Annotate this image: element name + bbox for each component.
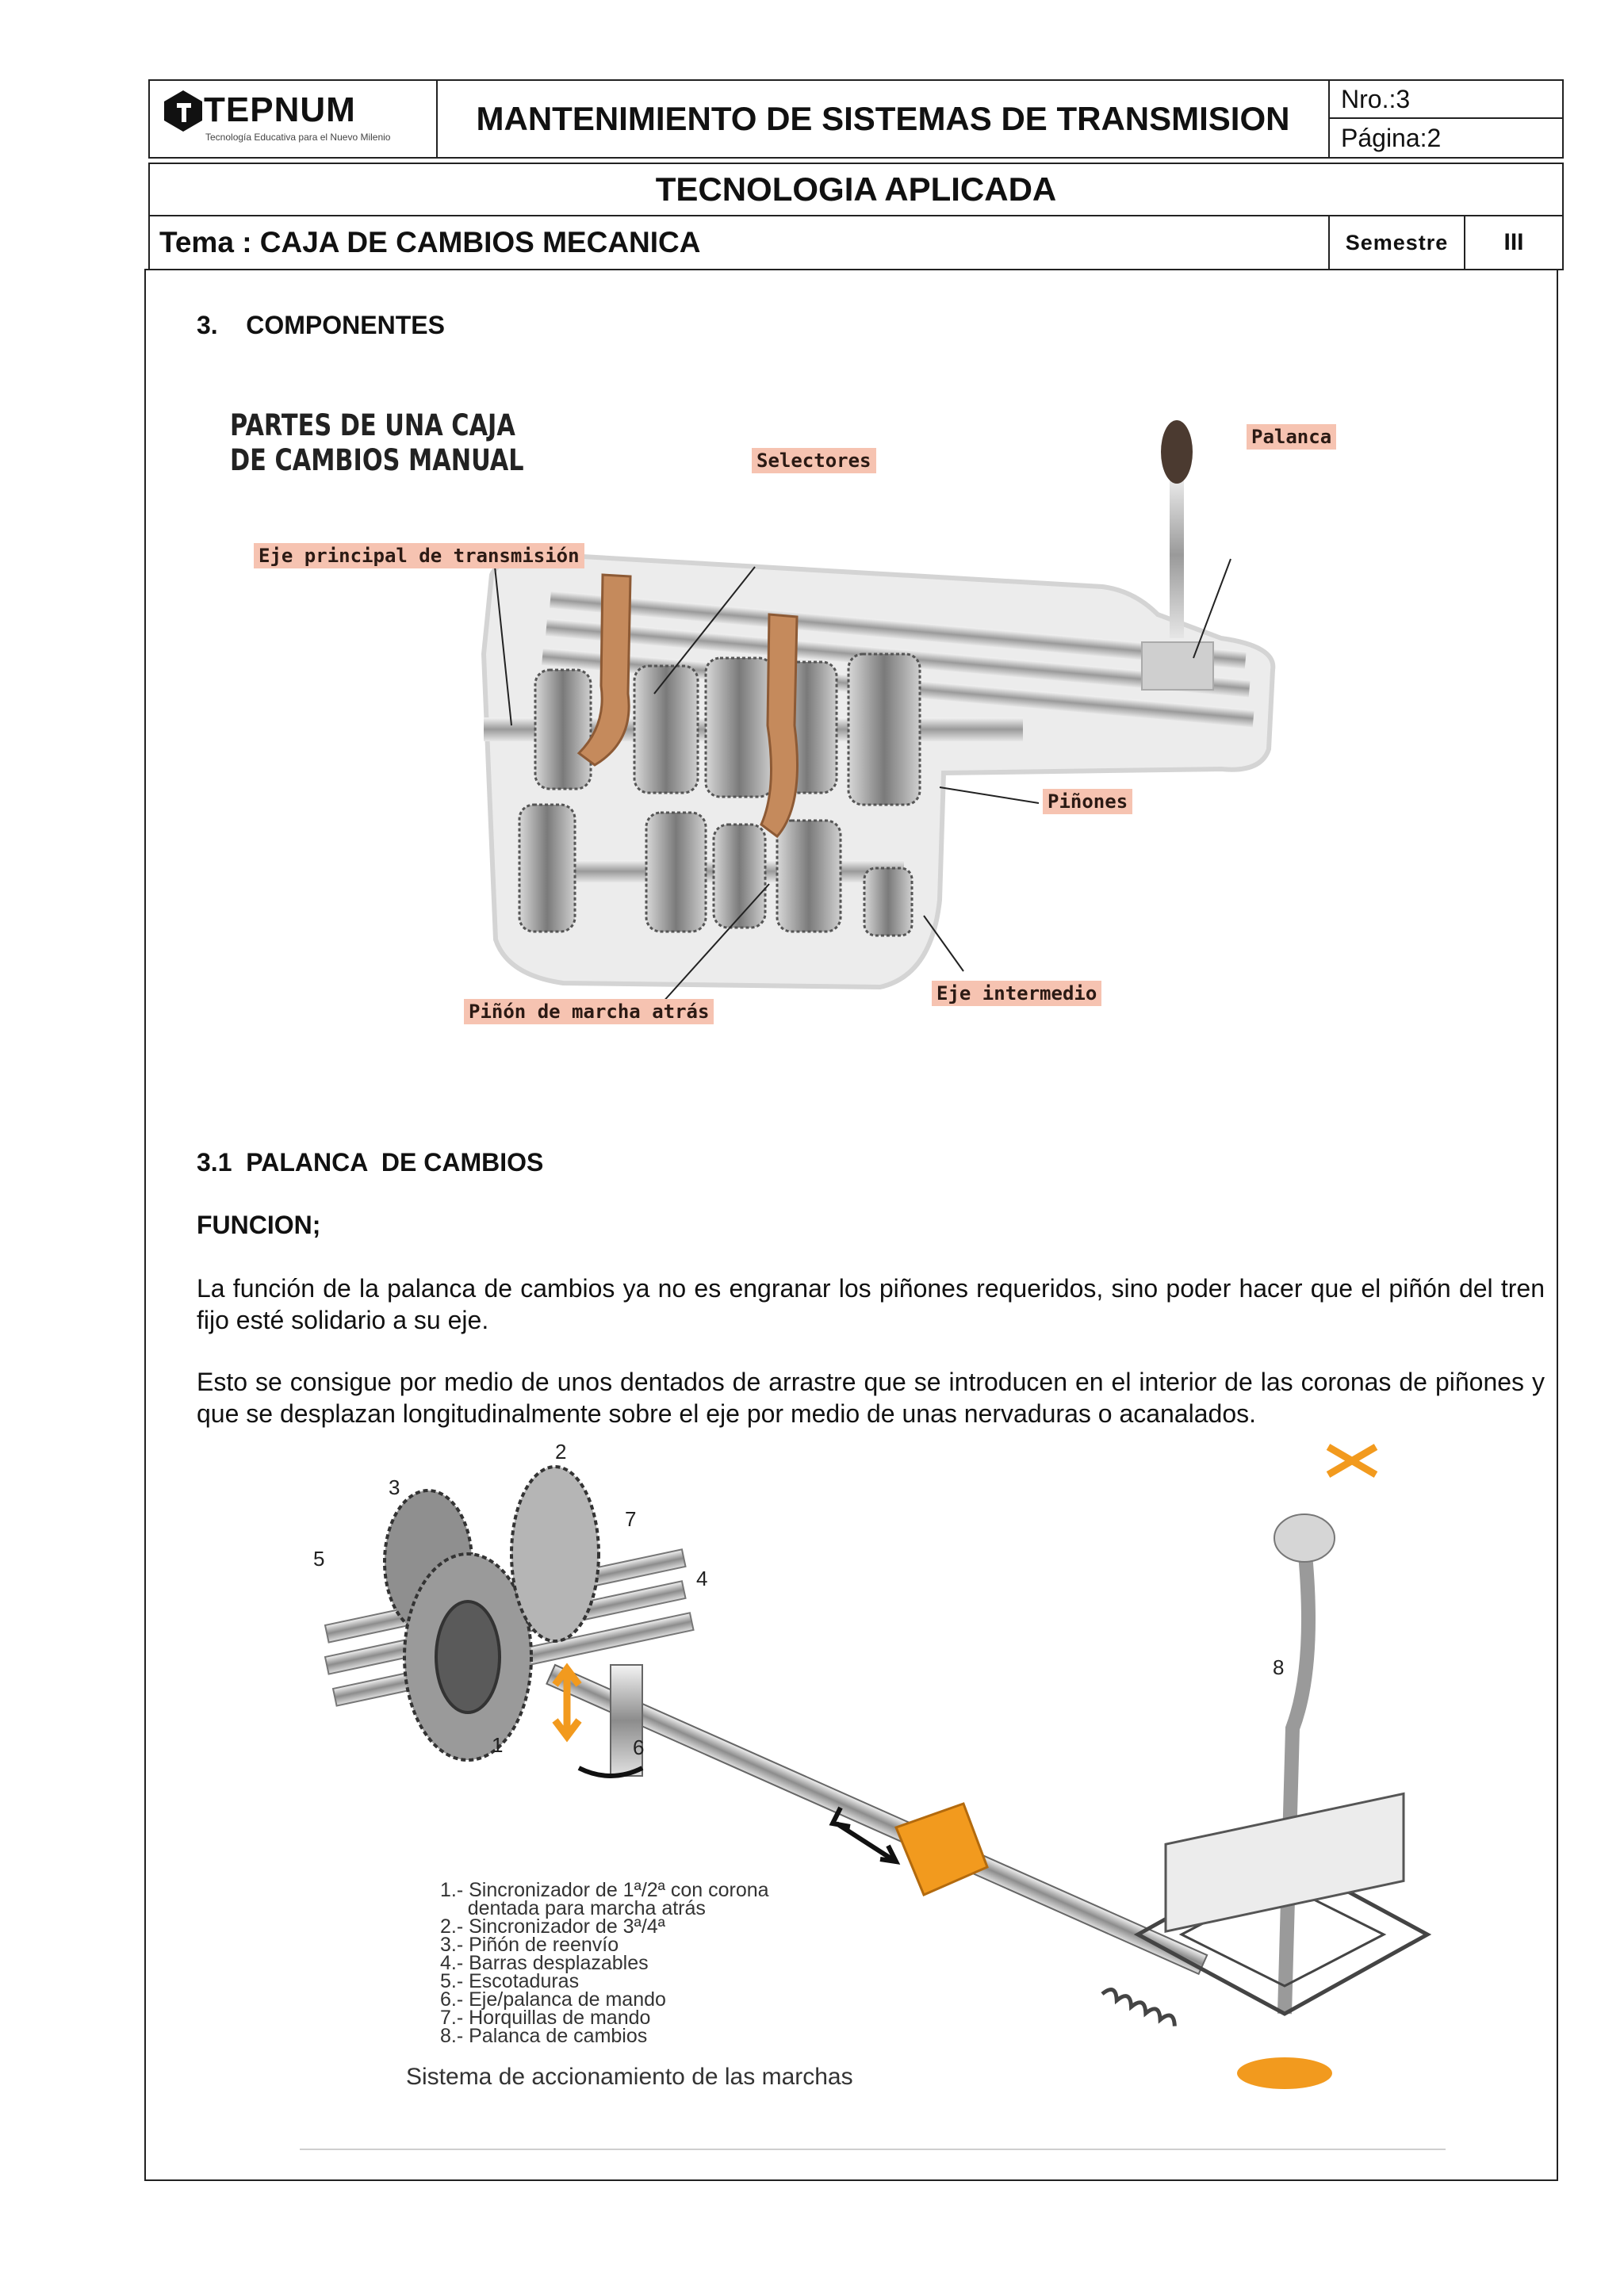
gearbox-figure: PARTES DE UNA CAJA DE CAMBIOS MANUAL Sel… (222, 392, 1348, 1062)
lever-housing-box (1164, 1792, 1405, 1934)
shift-mechanism-illustration: 1 2 3 4 5 6 7 8 (313, 1440, 1432, 2089)
legend-item: dentada para marcha atrás (440, 1897, 706, 1919)
figure-caption: Sistema de accionamiento de las marchas (406, 2064, 853, 2090)
gear-lever-knob-2 (1274, 1513, 1335, 1563)
legend-item: 2.- Sincronizador de 3ª/4ª (440, 1915, 665, 1938)
legend-item: 4.- Barras desplazables (440, 1952, 649, 1974)
callout-number: 8 (1273, 1655, 1284, 1679)
legend-item: 6.- Eje/palanca de mando (440, 1988, 666, 2011)
label-pinones: Piñones (1043, 789, 1133, 814)
pagina-cell: Página:2 (1328, 117, 1564, 159)
label-palanca: Palanca (1247, 424, 1337, 450)
lower-gears (518, 803, 914, 937)
callout-number: 2 (555, 1440, 566, 1464)
figure-title-line2: DE CAMBIOS MANUAL (230, 443, 524, 477)
semestre-label-cell: Semestre (1328, 215, 1465, 270)
leader-lines (493, 558, 1231, 1004)
callout-number: 5 (313, 1547, 324, 1571)
nro-cell: Nro.:3 (1328, 79, 1564, 119)
selector-forks (576, 573, 799, 839)
bottom-rule (300, 2149, 1446, 2150)
legend-item: 7.- Horquillas de mando (440, 2007, 651, 2029)
callout-number: 6 (633, 1735, 644, 1759)
legend-item: 3.- Piñón de reenvío (440, 1934, 619, 1956)
label-eje-intermedio: Eje intermedio (932, 981, 1102, 1006)
shift-rod (550, 591, 1247, 669)
gearbox-illustration (481, 420, 1276, 1004)
content-frame (144, 269, 1558, 2181)
legend-item: 5.- Escotaduras (440, 1970, 580, 1992)
figure-title-line1: PARTES DE UNA CAJA (230, 408, 515, 442)
callout-number: 7 (625, 1507, 636, 1531)
tema-text: Tema : CAJA DE CAMBIOS MECANICA (159, 226, 701, 258)
label-pinon-marcha-atras: Piñón de marcha atrás (464, 999, 714, 1024)
semestre-value-cell: III (1464, 215, 1564, 270)
orange-arrows (552, 1444, 1378, 1743)
tepnum-logo-icon (164, 90, 202, 132)
black-arrows (577, 1766, 901, 1865)
callout-number: 4 (696, 1567, 707, 1590)
orange-bracket (894, 1802, 989, 1896)
logo-cell: TEPNUM Tecnología Educativa para el Nuev… (148, 79, 438, 159)
section-heading-palanca: 3.1 PALANCA DE CAMBIOS (197, 1148, 544, 1177)
label-eje-principal: Eje principal de transmisión (254, 543, 584, 568)
logo-tagline: Tecnología Educativa para el Nuevo Milen… (205, 132, 391, 143)
tema-cell: Tema : CAJA DE CAMBIOS MECANICA (148, 215, 1330, 270)
control-shaft (546, 1663, 1208, 1976)
gear-lever (1277, 1545, 1316, 2015)
callout-number: 3 (389, 1475, 400, 1499)
legend-item: 1.- Sincronizador de 1ª/2ª con corona (440, 1879, 769, 1901)
spring (1101, 1988, 1177, 2026)
callout-number: 1 (492, 1733, 503, 1757)
section-heading-componentes: 3. COMPONENTES (197, 311, 445, 339)
shift-mechanism-figure: 1 2 3 4 5 6 7 8 1.- Sincronizador de 1ª/… (293, 1427, 1467, 2141)
paragraph-1: La función de la palanca de cambios ya n… (197, 1274, 1545, 1334)
figure-title: PARTES DE UNA CAJA DE CAMBIOS MANUAL (230, 408, 524, 478)
funcion-heading: FUNCION; (197, 1211, 321, 1239)
label-selectores: Selectores (752, 448, 876, 473)
legend-item: 8.- Palanca de cambios (440, 2025, 648, 2047)
gear-lever-shaft (1170, 472, 1184, 638)
main-title: MANTENIMIENTO DE SISTEMAS DE TRANSMISION (436, 79, 1330, 159)
synchro-gears (383, 1465, 600, 1762)
paragraph-2: Esto se consigue por medio de unos denta… (197, 1368, 1545, 1428)
logo-text: TEPNUM (204, 90, 356, 129)
subtitle: TECNOLOGIA APLICADA (148, 163, 1564, 216)
gear-lever-knob (1161, 420, 1193, 484)
